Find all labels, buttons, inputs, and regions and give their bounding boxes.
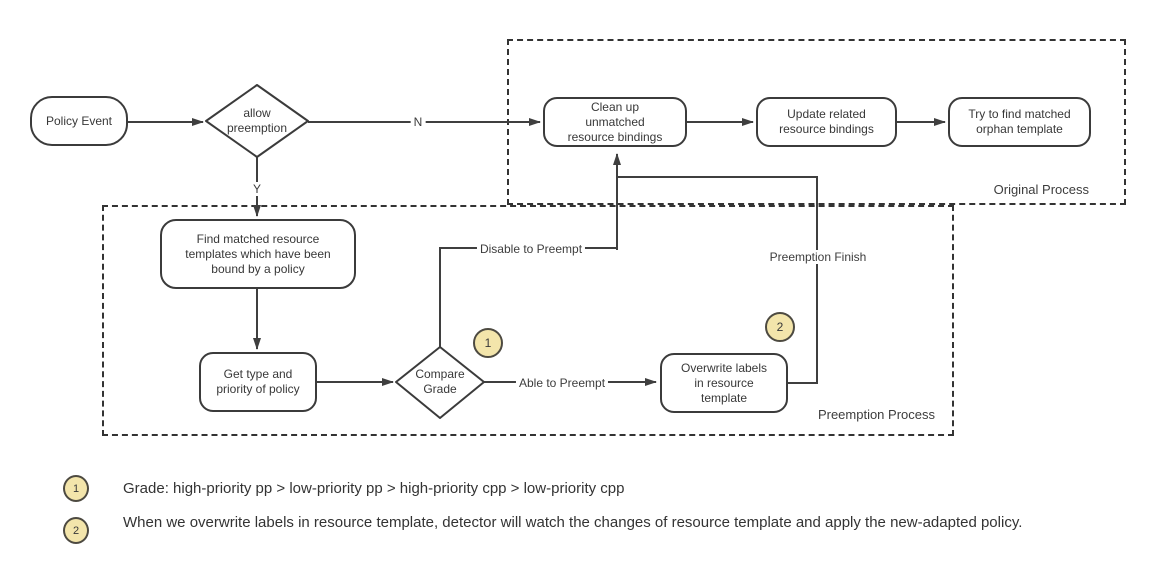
edge-label-y: Y — [249, 182, 265, 196]
allow-preemption-diamond-shape — [205, 84, 309, 158]
footnote-1-badge: 1 — [63, 475, 89, 502]
original-process-label: Original Process — [993, 182, 1089, 197]
preemption-process-group: Preemption Process — [102, 205, 954, 436]
edge-label-disable-to-preempt: Disable to Preempt — [476, 242, 586, 256]
footnote-2-badge: 2 — [63, 517, 89, 544]
badge-note-2-marker: 2 — [765, 312, 795, 342]
footnote-2-text: When we overwrite labels in resource tem… — [123, 514, 1023, 531]
compare-grade-diamond-shape — [395, 346, 485, 419]
decision-compare-grade: Compare Grade — [415, 367, 465, 396]
edge-preemption-finish — [618, 176, 818, 384]
node-get-type-and-priority: Get type and priority of policy — [199, 352, 317, 412]
node-policy-event: Policy Event — [30, 96, 128, 146]
preemption-process-label: Preemption Process — [817, 407, 935, 422]
decision-allow-preemption: allow preemption — [226, 106, 288, 135]
badge-note-1-marker: 1 — [473, 328, 503, 358]
node-overwrite-labels: Overwrite labels in resource template — [660, 353, 788, 413]
edge-label-n: N — [410, 115, 426, 129]
edge-disable-to-preempt — [439, 247, 618, 347]
node-clean-up-unmatched-bindings: Clean up unmatched resource bindings — [543, 97, 687, 147]
footnote-1-text: Grade: high-priority pp > low-priority p… — [123, 480, 625, 497]
node-find-matched-resource-templates: Find matched resource templates which ha… — [160, 219, 356, 289]
node-update-related-bindings: Update related resource bindings — [756, 97, 897, 147]
edge-label-preemption-finish: Preemption Finish — [766, 250, 870, 264]
node-find-matched-orphan-template: Try to find matched orphan template — [948, 97, 1091, 147]
edge-label-able-to-preempt: Able to Preempt — [515, 376, 609, 390]
